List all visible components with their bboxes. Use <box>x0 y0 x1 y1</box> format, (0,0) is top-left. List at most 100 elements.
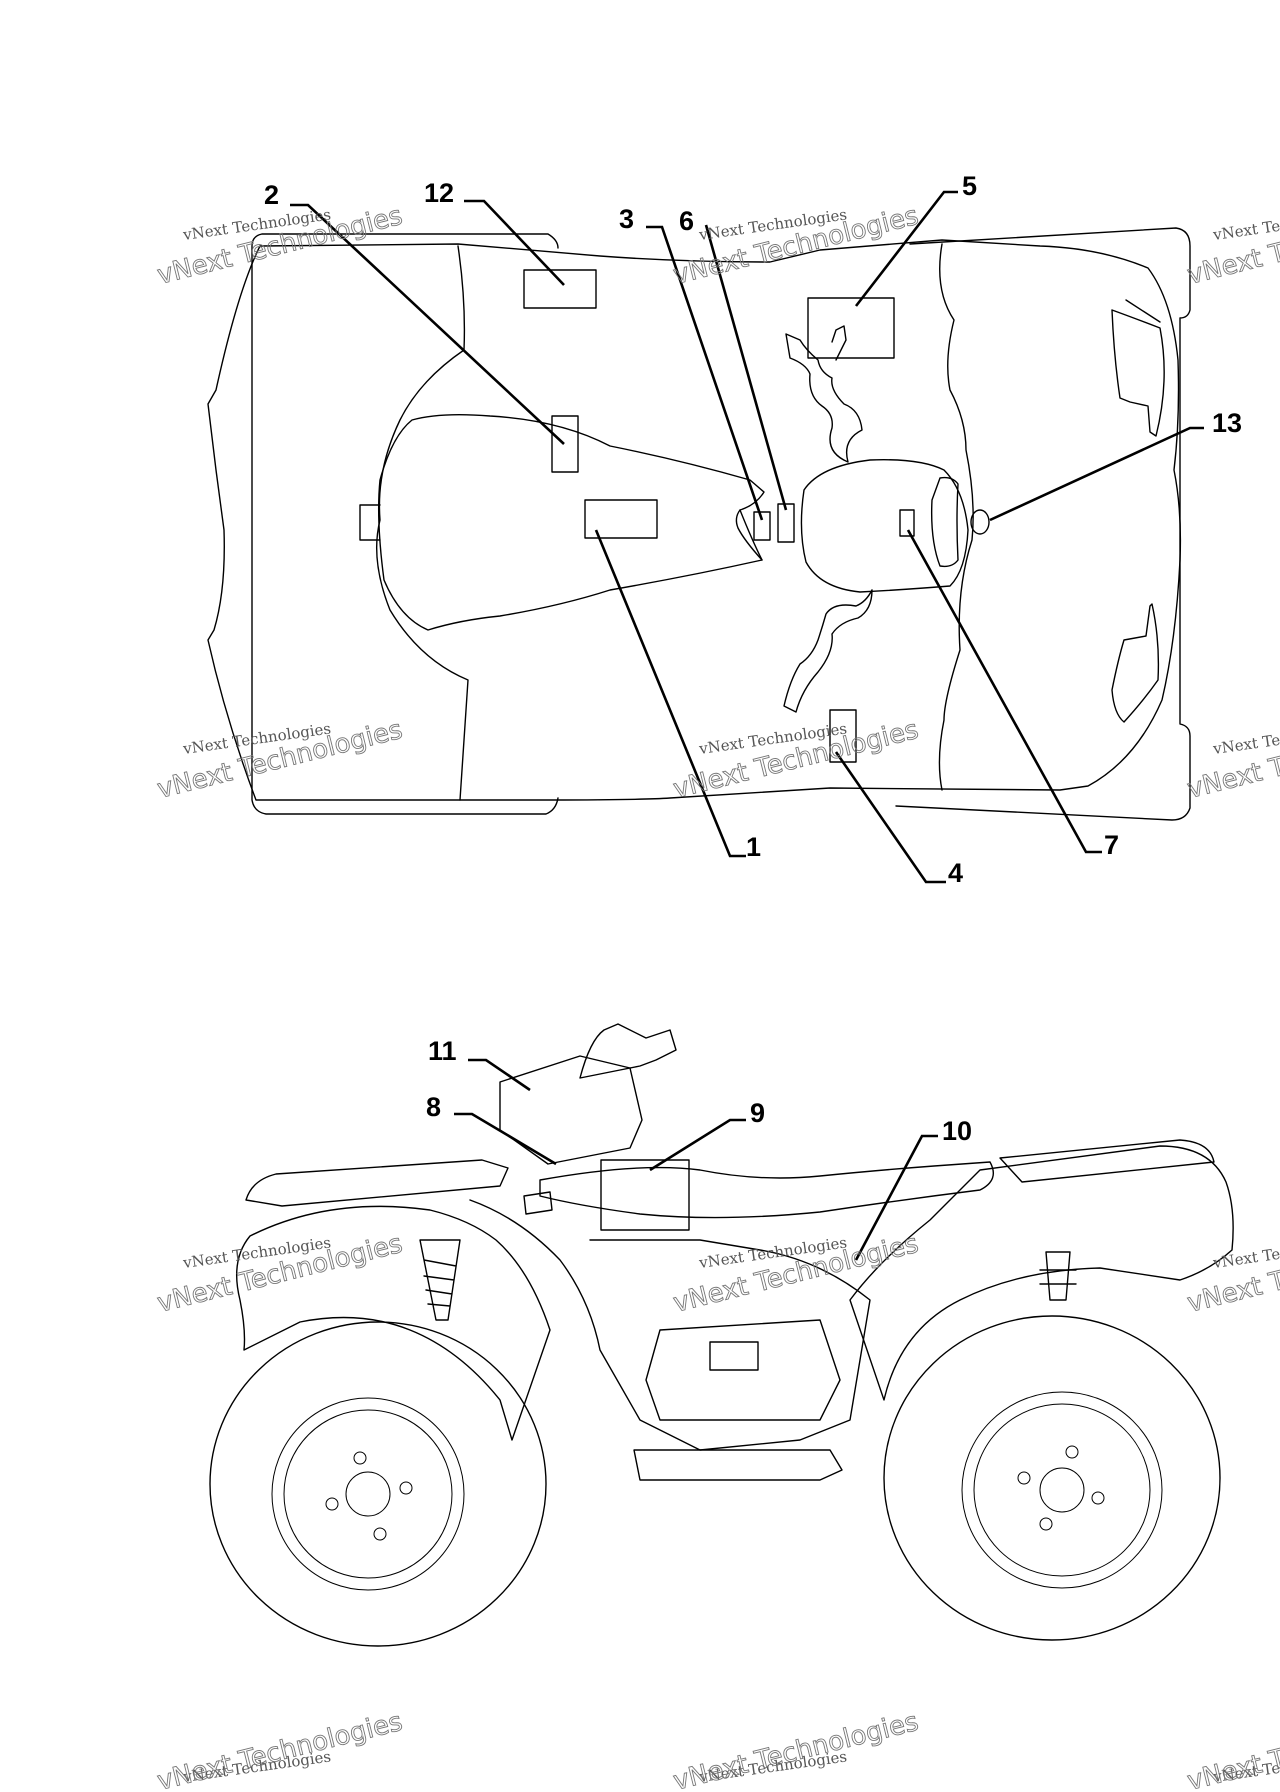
watermark: vNext Technologies vNext Technologies <box>1184 1706 1280 1792</box>
front-fender-line <box>938 243 974 791</box>
watermark: vNext Technologies vNext Technologies <box>1184 714 1280 805</box>
callout-8: 8 <box>426 1092 441 1122</box>
rear-rack-outline <box>251 233 559 815</box>
handlebar-upper <box>785 333 863 463</box>
rear-tire <box>209 1321 547 1647</box>
top-view-leaders <box>290 190 1204 884</box>
leader-8 <box>454 1112 557 1166</box>
rear-hub <box>345 1471 391 1517</box>
svg-text:vNext Technologies: vNext Technologies <box>670 1707 921 1792</box>
rear-lug <box>325 1497 339 1511</box>
callout-13: 13 <box>1212 408 1242 438</box>
watermark: vNext Technologies vNext Technologies <box>154 714 406 805</box>
callout-1: 1 <box>746 832 761 862</box>
decal-area-6 <box>777 503 795 543</box>
handlebar-side <box>579 1023 677 1079</box>
svg-text:vNext Technologies: vNext Technologies <box>1211 205 1280 244</box>
footwell <box>633 1449 843 1481</box>
watermark: vNext Technologies vNext Technologies <box>154 1706 406 1792</box>
headlight <box>931 476 959 568</box>
rear-lug <box>373 1527 387 1541</box>
watermark: vNext Technologies vNext Technologies <box>670 200 922 291</box>
decal-area-2 <box>551 415 579 473</box>
atv-top-view <box>207 227 1191 821</box>
callout-9: 9 <box>750 1098 765 1128</box>
watermark: vNext Technologies vNext Technologies <box>154 1228 406 1319</box>
handlebar-lower <box>783 589 873 713</box>
headlight-round <box>970 509 990 535</box>
callout-5: 5 <box>962 171 977 201</box>
front-vent-lower <box>1111 603 1160 723</box>
front-lug <box>1065 1445 1079 1459</box>
leader-11 <box>468 1058 531 1092</box>
front-lug <box>1091 1491 1105 1505</box>
rear-shock <box>419 1239 461 1321</box>
decal-area-5 <box>807 297 895 359</box>
leader-2 <box>290 203 565 445</box>
watermark: vNext Technologies vNext Technologies <box>670 1706 922 1792</box>
decal-area-1 <box>584 499 658 539</box>
callout-labels: 2 12 3 6 5 13 1 4 7 11 8 9 10 <box>264 171 1242 1146</box>
leader-7 <box>906 529 1102 854</box>
seat-side <box>539 1161 994 1219</box>
side-panel <box>645 1319 841 1421</box>
front-body-side <box>849 1145 1234 1401</box>
left-grip <box>831 325 847 361</box>
callout-3: 3 <box>619 204 634 234</box>
svg-text:vNext Technologies: vNext Technologies <box>1211 1233 1280 1272</box>
rear-lug <box>399 1481 413 1495</box>
callout-7: 7 <box>1104 830 1119 860</box>
svg-text:vNext Technologies: vNext Technologies <box>1184 715 1280 805</box>
rear-rack-side <box>245 1159 509 1207</box>
rear-fender-side <box>235 1205 551 1441</box>
leader-3 <box>646 225 764 521</box>
watermark: vNext Technologies vNext Technologies <box>154 200 406 291</box>
decal-area-9 <box>600 1159 690 1231</box>
leader-1 <box>594 529 746 858</box>
front-rim-inner <box>973 1403 1151 1577</box>
callout-12: 12 <box>424 178 454 208</box>
decal-area-7 <box>899 509 915 537</box>
front-rack-side <box>999 1139 1215 1183</box>
leader-6 <box>704 224 788 511</box>
front-rim-outer <box>961 1391 1163 1589</box>
front-grille-top <box>1125 299 1161 323</box>
watermark: vNext Technologies vNext Technologies <box>670 714 922 805</box>
rear-bumper-tab <box>359 504 381 541</box>
rear-lug <box>353 1451 367 1465</box>
seat-outline <box>377 413 765 631</box>
body-outline <box>207 239 1182 801</box>
front-tire <box>883 1315 1221 1641</box>
front-lug <box>1039 1517 1053 1531</box>
decal-area-3 <box>753 511 771 541</box>
leader-12 <box>464 199 565 286</box>
front-vent-upper <box>1111 309 1165 437</box>
svg-text:vNext Technologies: vNext Technologies <box>1211 719 1280 758</box>
side-view-leaders <box>454 1058 938 1261</box>
svg-text:vNext Technologies: vNext Technologies <box>1184 201 1280 291</box>
atv-side-view <box>209 1023 1234 1647</box>
callout-2: 2 <box>264 180 279 210</box>
leader-9 <box>649 1118 746 1172</box>
leader-10 <box>854 1134 938 1261</box>
rear-rim-outer <box>271 1397 465 1591</box>
callout-11: 11 <box>428 1036 457 1066</box>
leader-13 <box>989 426 1204 522</box>
callout-10: 10 <box>942 1116 972 1146</box>
leader-4 <box>834 751 946 884</box>
handlebar-pod <box>800 459 969 593</box>
decal-area-12 <box>523 269 597 309</box>
svg-text:vNext Technologies: vNext Technologies <box>154 1707 405 1792</box>
callout-4: 4 <box>948 858 963 888</box>
svg-text:vNext Technologies: vNext Technologies <box>1184 1707 1280 1792</box>
fuel-cap <box>523 1191 553 1215</box>
front-shock <box>1039 1251 1077 1301</box>
watermarks: vNext Technologies vNext Technologies vN… <box>154 200 1280 1792</box>
decal-area-side-small <box>709 1341 759 1371</box>
handlebar-pod-side <box>499 1055 643 1165</box>
front-lug <box>1017 1471 1031 1485</box>
watermark: vNext Technologies vNext Technologies <box>670 1228 922 1319</box>
front-hub <box>1039 1467 1085 1513</box>
rear-rim-inner <box>283 1409 453 1579</box>
